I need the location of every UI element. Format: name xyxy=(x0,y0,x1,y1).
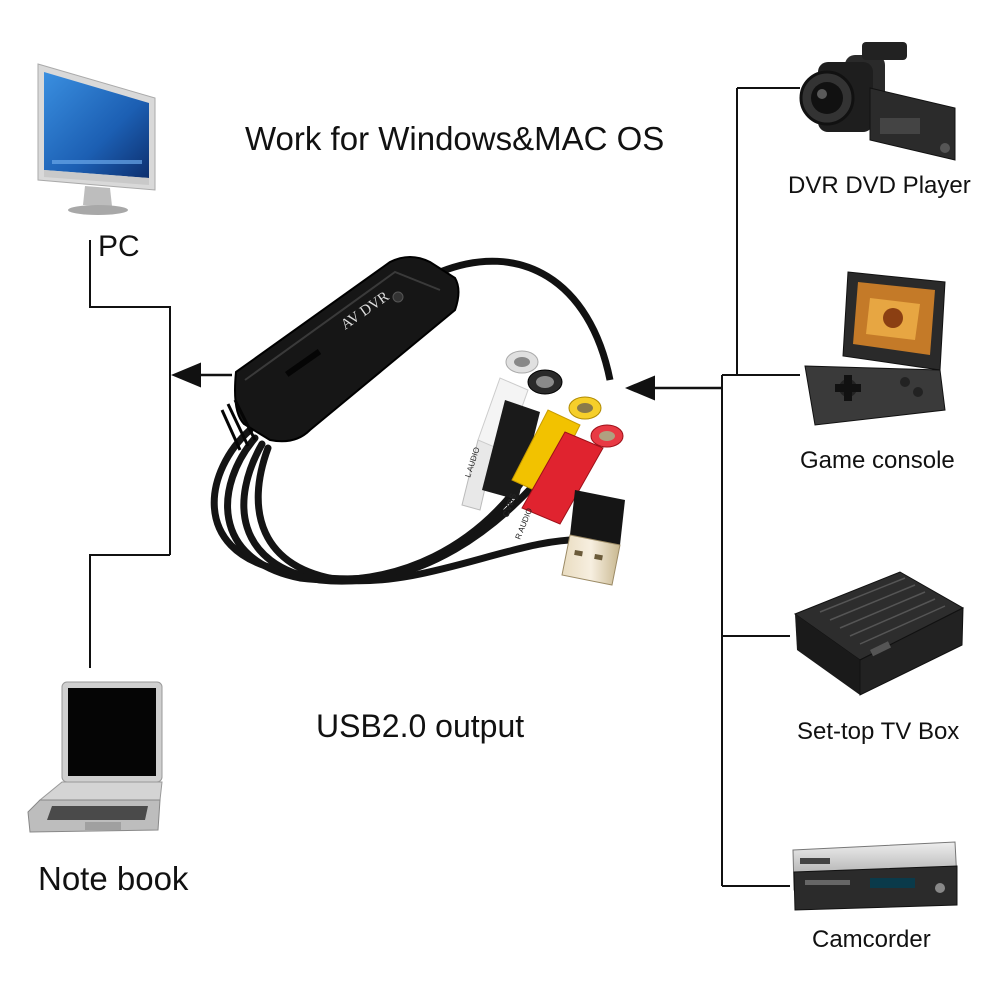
loop-cable xyxy=(438,257,614,381)
desktop-monitor-icon xyxy=(37,63,156,215)
strain-relief xyxy=(220,399,257,451)
dvd-player-icon xyxy=(792,841,958,911)
laptop-icon xyxy=(27,681,163,833)
set-top-box-label: Set-top TV Box xyxy=(797,718,960,745)
headline: Work for Windows&MAC OS xyxy=(245,120,665,157)
output-label-usb: USB2.0 output xyxy=(316,708,525,744)
set-top-box-icon xyxy=(793,571,965,696)
right-connector-lines xyxy=(721,87,800,887)
cable-label-r-audio: R AUDIO xyxy=(514,507,535,541)
notebook-connector-line xyxy=(89,554,170,668)
usb-plug xyxy=(561,490,625,586)
device-body xyxy=(234,256,460,443)
black-svideo-connector xyxy=(482,369,563,500)
yellow-rca-connector xyxy=(511,396,602,496)
handheld-game-console-icon xyxy=(804,271,946,426)
pc-label: PC xyxy=(98,230,140,263)
usb-capture-device: AV DVR xyxy=(210,256,625,586)
camcorder-label: Camcorder xyxy=(812,926,931,953)
game-console-label: Game console xyxy=(800,447,955,474)
cable-bundle xyxy=(210,426,594,585)
dvr-dvd-player-label: DVR DVD Player xyxy=(788,172,971,199)
left-connector-lines xyxy=(89,240,171,668)
notebook-label: Note book xyxy=(38,860,189,897)
red-rca-connector xyxy=(521,424,624,525)
pc-connector-line xyxy=(89,240,171,555)
camcorder-icon xyxy=(799,42,956,161)
